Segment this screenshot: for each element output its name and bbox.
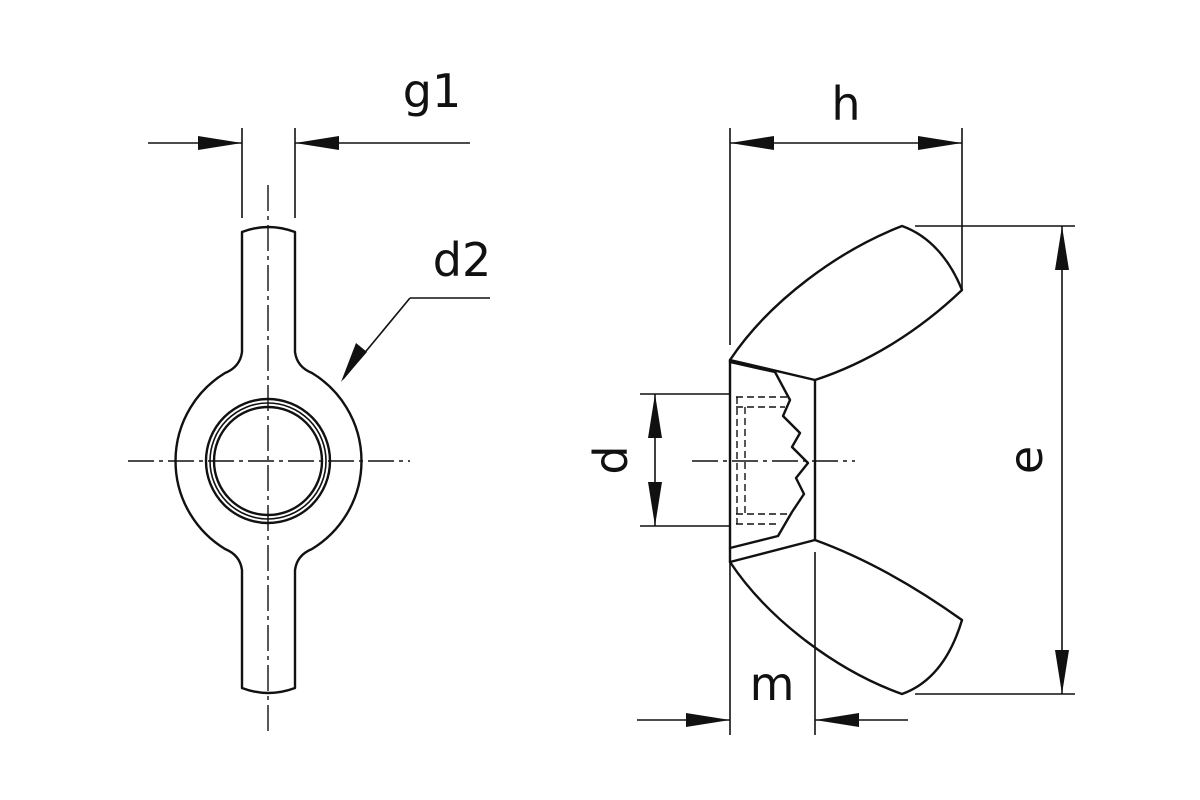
upper-wing — [728, 224, 964, 382]
h-arrow-left — [730, 136, 774, 150]
lower-wing — [728, 538, 964, 696]
e-arrow-bottom — [1055, 650, 1069, 694]
dimension-e: e — [915, 225, 1075, 695]
dimension-g1: g1 — [148, 64, 470, 218]
e-label: e — [999, 446, 1053, 474]
d-label: d — [584, 445, 638, 474]
h-arrow-right — [918, 136, 962, 150]
m-arrow-right — [815, 713, 859, 727]
front-view-outline — [174, 225, 363, 695]
g1-arrow-right — [295, 136, 339, 150]
m-arrow-left — [686, 713, 730, 727]
m-label: m — [750, 657, 795, 711]
h-label: h — [831, 77, 860, 131]
e-arrow-top — [1055, 226, 1069, 270]
side-view — [692, 224, 964, 696]
g1-label: g1 — [403, 64, 461, 118]
dimension-m: m — [637, 552, 908, 735]
d2-label: d2 — [433, 233, 491, 287]
g1-arrow-left — [198, 136, 242, 150]
d2-arrow — [341, 343, 367, 382]
dimension-d: d — [584, 393, 730, 527]
d-arrow-bottom — [648, 482, 662, 526]
thread-profile — [728, 360, 810, 550]
dimension-h: h — [729, 77, 963, 345]
front-view — [128, 185, 410, 735]
dimension-d2: d2 — [341, 233, 491, 382]
d-arrow-top — [648, 394, 662, 438]
